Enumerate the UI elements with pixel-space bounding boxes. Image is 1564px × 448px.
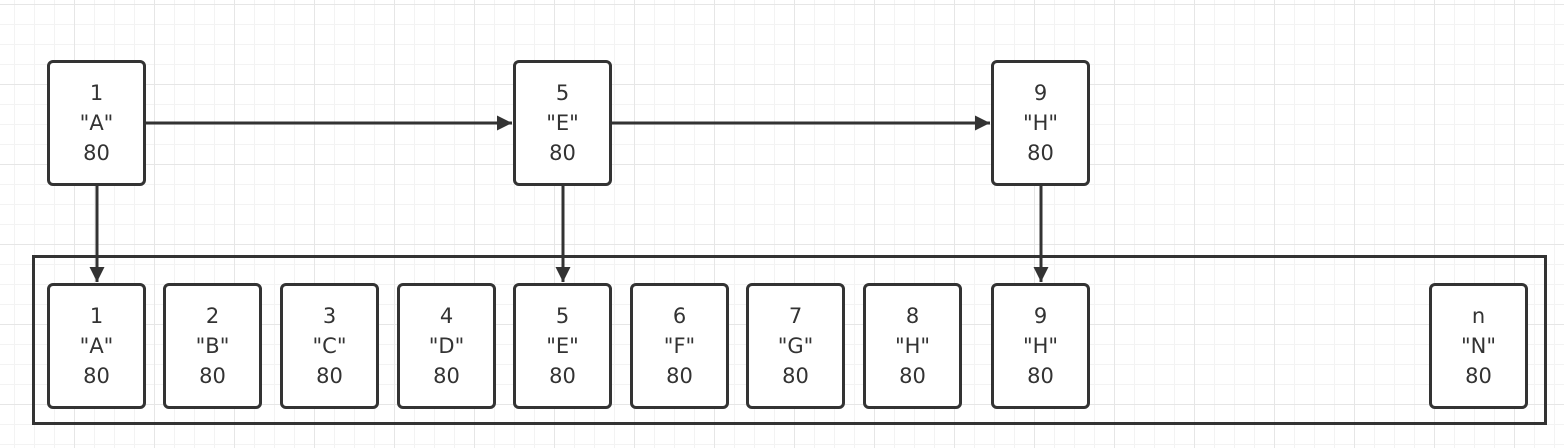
node-key: "H" [1022,111,1059,135]
node-value: 80 [83,364,110,388]
node-id: 9 [1033,81,1048,105]
node-id: 5 [555,81,570,105]
node-id: 3 [322,304,337,328]
node-key: "H" [1022,334,1059,358]
node-key: "A" [79,111,114,135]
node-key: "B" [195,334,230,358]
index-node-9[interactable]: 9 "H" 80 [991,60,1090,186]
node-id: 2 [205,304,220,328]
index-node-1[interactable]: 1 "A" 80 [47,60,146,186]
node-id: 9 [1033,304,1048,328]
index-node-5[interactable]: 5 "E" 80 [513,60,612,186]
data-node-n[interactable]: n "N" 80 [1429,283,1528,409]
node-value: 80 [899,364,926,388]
node-id: 1 [89,304,104,328]
node-key: "A" [79,334,114,358]
data-node-7[interactable]: 7 "G" 80 [746,283,845,409]
node-value: 80 [666,364,693,388]
node-key: "D" [428,334,465,358]
node-value: 80 [782,364,809,388]
node-value: 80 [199,364,226,388]
node-key: "E" [546,334,579,358]
data-node-9[interactable]: 9 "H" 80 [991,283,1090,409]
data-node-3[interactable]: 3 "C" 80 [280,283,379,409]
node-id: 7 [788,304,803,328]
node-value: 80 [549,364,576,388]
node-key: "N" [1460,334,1497,358]
data-node-8[interactable]: 8 "H" 80 [863,283,962,409]
node-key: "F" [663,334,696,358]
data-node-6[interactable]: 6 "F" 80 [630,283,729,409]
data-node-2[interactable]: 2 "B" 80 [163,283,262,409]
node-key: "C" [312,334,347,358]
node-key: "H" [894,334,931,358]
node-key: "G" [777,334,814,358]
node-id: 4 [439,304,454,328]
node-key: "E" [546,111,579,135]
data-node-1[interactable]: 1 "A" 80 [47,283,146,409]
node-id: 5 [555,304,570,328]
node-id: n [1471,304,1486,328]
data-node-4[interactable]: 4 "D" 80 [397,283,496,409]
node-value: 80 [1465,364,1492,388]
data-node-5[interactable]: 5 "E" 80 [513,283,612,409]
node-value: 80 [83,141,110,165]
node-id: 6 [672,304,687,328]
node-id: 1 [89,81,104,105]
node-value: 80 [316,364,343,388]
node-value: 80 [1027,364,1054,388]
node-value: 80 [549,141,576,165]
node-value: 80 [433,364,460,388]
node-value: 80 [1027,141,1054,165]
node-id: 8 [905,304,920,328]
data-list-container [32,255,1547,425]
